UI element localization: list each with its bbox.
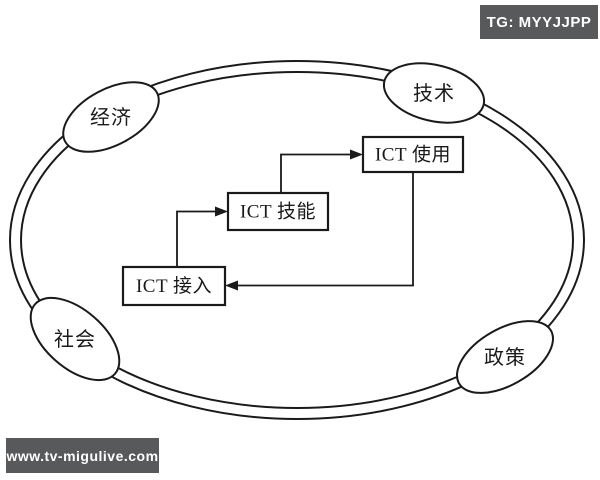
arrow-access-to-skill — [176, 210, 217, 267]
arrow-use-to-access — [236, 172, 414, 287]
ict-access-label: ICT 接入 — [136, 275, 212, 297]
society-ellipse — [29, 296, 121, 382]
node-economy — [62, 81, 160, 153]
technology-ellipse — [382, 62, 486, 124]
ict-use-label: ICT 使用 — [375, 144, 451, 166]
economy-ellipse — [62, 81, 160, 153]
ict-skill-box — [226, 191, 330, 232]
node-policy — [456, 320, 554, 394]
inner-ring-ellipse — [20, 71, 574, 409]
node-technology — [382, 62, 486, 124]
arrowhead-skill-to-use — [350, 149, 363, 160]
arrow-skill-to-use — [280, 153, 352, 193]
society-label: 社会 — [54, 328, 96, 351]
policy-ellipse — [456, 320, 554, 394]
ict-skill-label: ICT 技能 — [240, 201, 316, 223]
ict-use-box — [361, 135, 465, 174]
node-society — [29, 296, 121, 382]
ict-access-box — [121, 265, 227, 307]
arrowhead-use-to-access — [225, 280, 238, 291]
arrowhead-access-to-skill — [215, 206, 228, 217]
outer-ring-ellipse — [9, 60, 585, 420]
technology-label: 技术 — [413, 82, 455, 105]
policy-label: 政策 — [484, 346, 526, 369]
tg-channel-badge: TG: MYYJJPP — [480, 5, 598, 39]
website-watermark: www.tv-migulive.com — [6, 438, 159, 473]
economy-label: 经济 — [90, 106, 132, 129]
